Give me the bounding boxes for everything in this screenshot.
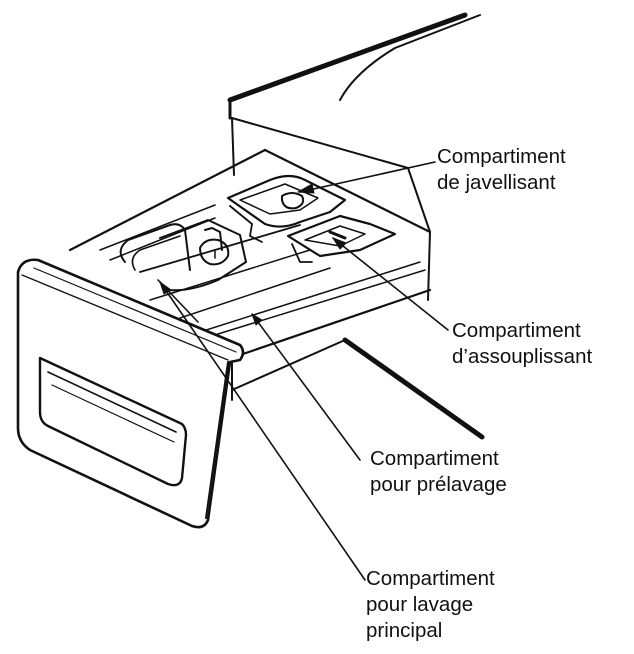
- label-main-wash-line2: pour lavage: [366, 593, 474, 616]
- leader-line-softener: [332, 237, 449, 331]
- arrowhead-bleach: [297, 183, 315, 194]
- label-softener-line1: Compartiment: [452, 319, 581, 342]
- leader-line-bleach: [299, 161, 436, 193]
- label-prewash-line2: pour prélavage: [370, 473, 507, 496]
- label-bleach-line1: Compartiment: [437, 145, 566, 168]
- label-softener-compartment: Compartiment d’assouplissant: [452, 318, 592, 370]
- label-softener-line2: d’assouplissant: [452, 345, 593, 368]
- label-prewash-line1: Compartiment: [370, 447, 499, 470]
- leader-arrowheads: [159, 183, 347, 326]
- arrowhead-main-wash: [159, 281, 172, 295]
- label-prewash-compartment: Compartiment pour prélavage: [370, 446, 507, 498]
- leader-lines: [159, 161, 449, 581]
- label-bleach-line2: de javellisant: [437, 171, 556, 194]
- prewash-compartment: [119, 219, 247, 323]
- arrowhead-softener: [332, 237, 347, 250]
- siphon-cap: [199, 227, 230, 266]
- leader-line-main-wash: [159, 281, 366, 581]
- arrowhead-prewash: [251, 313, 263, 326]
- label-bleach-compartment: Compartiment de javellisant: [437, 144, 566, 196]
- drawer-handle: [38, 356, 188, 487]
- label-main-wash-line1: Compartiment: [366, 567, 495, 590]
- bleach-compartment: [226, 174, 347, 243]
- label-main-wash-line3: principal: [366, 619, 443, 642]
- drawer-front-panel: [16, 258, 245, 529]
- drawer-body: [68, 148, 432, 401]
- leader-line-prewash: [251, 313, 361, 461]
- label-main-wash-compartment: Compartiment pour lavage principal: [366, 566, 495, 644]
- softener-compartment: [286, 214, 397, 263]
